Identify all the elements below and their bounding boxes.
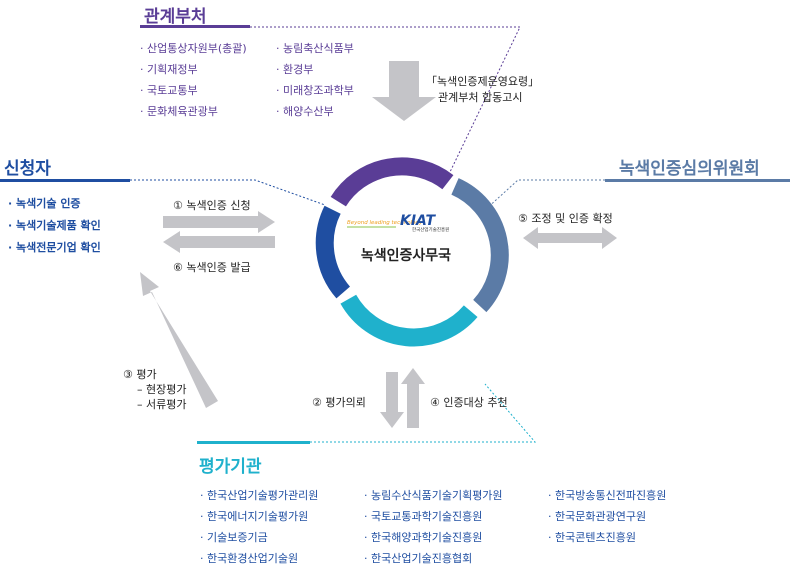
list-item: · 기획재정부 xyxy=(140,63,198,76)
list-item: · 한국해양과학기술진흥원 xyxy=(364,531,483,544)
step-3-document: – 서류평가 xyxy=(137,398,187,411)
evaluators-col-2: · 농림수산식품기술기획평가원 · 국토교통과학기술진흥원 · 한국해양과학기술… xyxy=(364,485,503,569)
ring-segment-cyan xyxy=(340,294,478,347)
gov-list-left: · 산업통상자원부(총괄) · 기획재정부 · 국토교통부 · 문화체육관광부 xyxy=(140,38,247,122)
list-item: · 한국에너지기술평가원 xyxy=(200,510,309,523)
list-item: · 산업통상자원부(총괄) xyxy=(140,42,247,55)
issue-arrow xyxy=(163,231,275,253)
list-item: · 한국산업기술진흥협회 xyxy=(364,552,473,565)
gov-connector xyxy=(250,26,521,173)
applicant-title-bar xyxy=(0,179,130,182)
step-6-label: ⑥ 녹색인증 발급 xyxy=(173,261,251,274)
applicant-title: 신청자 xyxy=(4,159,51,179)
applicant-list: · 녹색기술 인증 · 녹색기술제품 확인 · 녹색전문기업 확인 xyxy=(8,193,101,259)
list-item: · 국토교통부 xyxy=(140,84,198,97)
committee-double-arrow xyxy=(523,227,617,249)
committee-title: 녹색인증심의위원회 xyxy=(619,159,760,179)
gov-down-arrow xyxy=(372,61,436,121)
step-3-title: ③ 평가 xyxy=(123,368,157,381)
step-2-label: ② 평가의뢰 xyxy=(312,396,366,409)
center-name: 녹색인증사무국 xyxy=(361,247,451,264)
apply-arrow xyxy=(163,211,275,233)
ring-segment-purple xyxy=(330,157,454,207)
step-3-site: – 현장평가 xyxy=(137,383,187,396)
notice-line-1: 「녹색인증제운영요령」 xyxy=(426,75,540,88)
evaluators-title: 평가기관 xyxy=(199,457,262,477)
list-item: · 한국산업기술평가관리원 xyxy=(200,489,319,502)
step-1-label: ① 녹색인증 신청 xyxy=(173,199,251,212)
gov-title: 관계부처 xyxy=(144,7,207,27)
ring-segment-blue xyxy=(315,205,351,299)
list-item: · 농림축산식품부 xyxy=(276,42,354,55)
step-4-label: ④ 인증대상 추천 xyxy=(430,396,508,409)
request-eval-arrow xyxy=(380,372,404,428)
list-item: · 농림수산식품기술기획평가원 xyxy=(364,489,503,502)
gov-list-right: · 농림축산식품부 · 환경부 · 미래창조과학부 · 해양수산부 xyxy=(276,38,354,122)
list-item: · 국토교통과학기술진흥원 xyxy=(364,510,483,523)
evaluators-col-3: · 한국방송통신전파진흥원 · 한국문화관광연구원 · 한국콘텐츠진흥원 xyxy=(548,485,666,548)
list-item: · 녹색기술 인증 xyxy=(8,197,81,210)
center-ring xyxy=(315,157,509,347)
list-item: · 녹색전문기업 확인 xyxy=(8,241,101,254)
list-item: · 한국콘텐츠진흥원 xyxy=(548,531,636,544)
evaluation-arrow xyxy=(140,272,218,408)
ring-segment-slate xyxy=(451,178,509,313)
list-item: · 한국환경산업기술원 xyxy=(200,552,299,565)
logo-tagline: Beyond leading technology xyxy=(347,220,423,226)
recommend-arrow xyxy=(401,368,425,428)
notice-line-2: 관계부처 합동고시 xyxy=(438,91,523,104)
kiat-logo: Beyond leading technology KIAT 한국산업기술진흥원 xyxy=(347,213,449,233)
applicant-connector xyxy=(130,179,326,206)
list-item: · 해양수산부 xyxy=(276,105,334,118)
evaluators-title-bar xyxy=(197,441,310,444)
evaluators-col-1: · 한국산업기술평가관리원 · 한국에너지기술평가원 · 기술보증기금 · 한국… xyxy=(200,485,318,569)
committee-connector xyxy=(484,179,605,211)
list-item: · 녹색기술제품 확인 xyxy=(8,219,101,232)
list-item: · 미래창조과학부 xyxy=(276,84,354,97)
committee-title-bar xyxy=(605,179,790,182)
logo-wordmark: KIAT xyxy=(400,213,437,229)
list-item: · 문화체육관광부 xyxy=(140,105,218,118)
gov-title-bar xyxy=(140,25,250,28)
list-item: · 환경부 xyxy=(276,63,314,76)
list-item: · 한국방송통신전파진흥원 xyxy=(548,489,667,502)
evaluators-connector xyxy=(310,383,537,443)
list-item: · 기술보증기금 xyxy=(200,531,268,544)
list-item: · 한국문화관광연구원 xyxy=(548,510,647,523)
step-5-label: ⑤ 조정 및 인증 확정 xyxy=(518,212,613,225)
center-disc xyxy=(346,181,470,305)
logo-org-name: 한국산업기술진흥원 xyxy=(412,226,449,233)
